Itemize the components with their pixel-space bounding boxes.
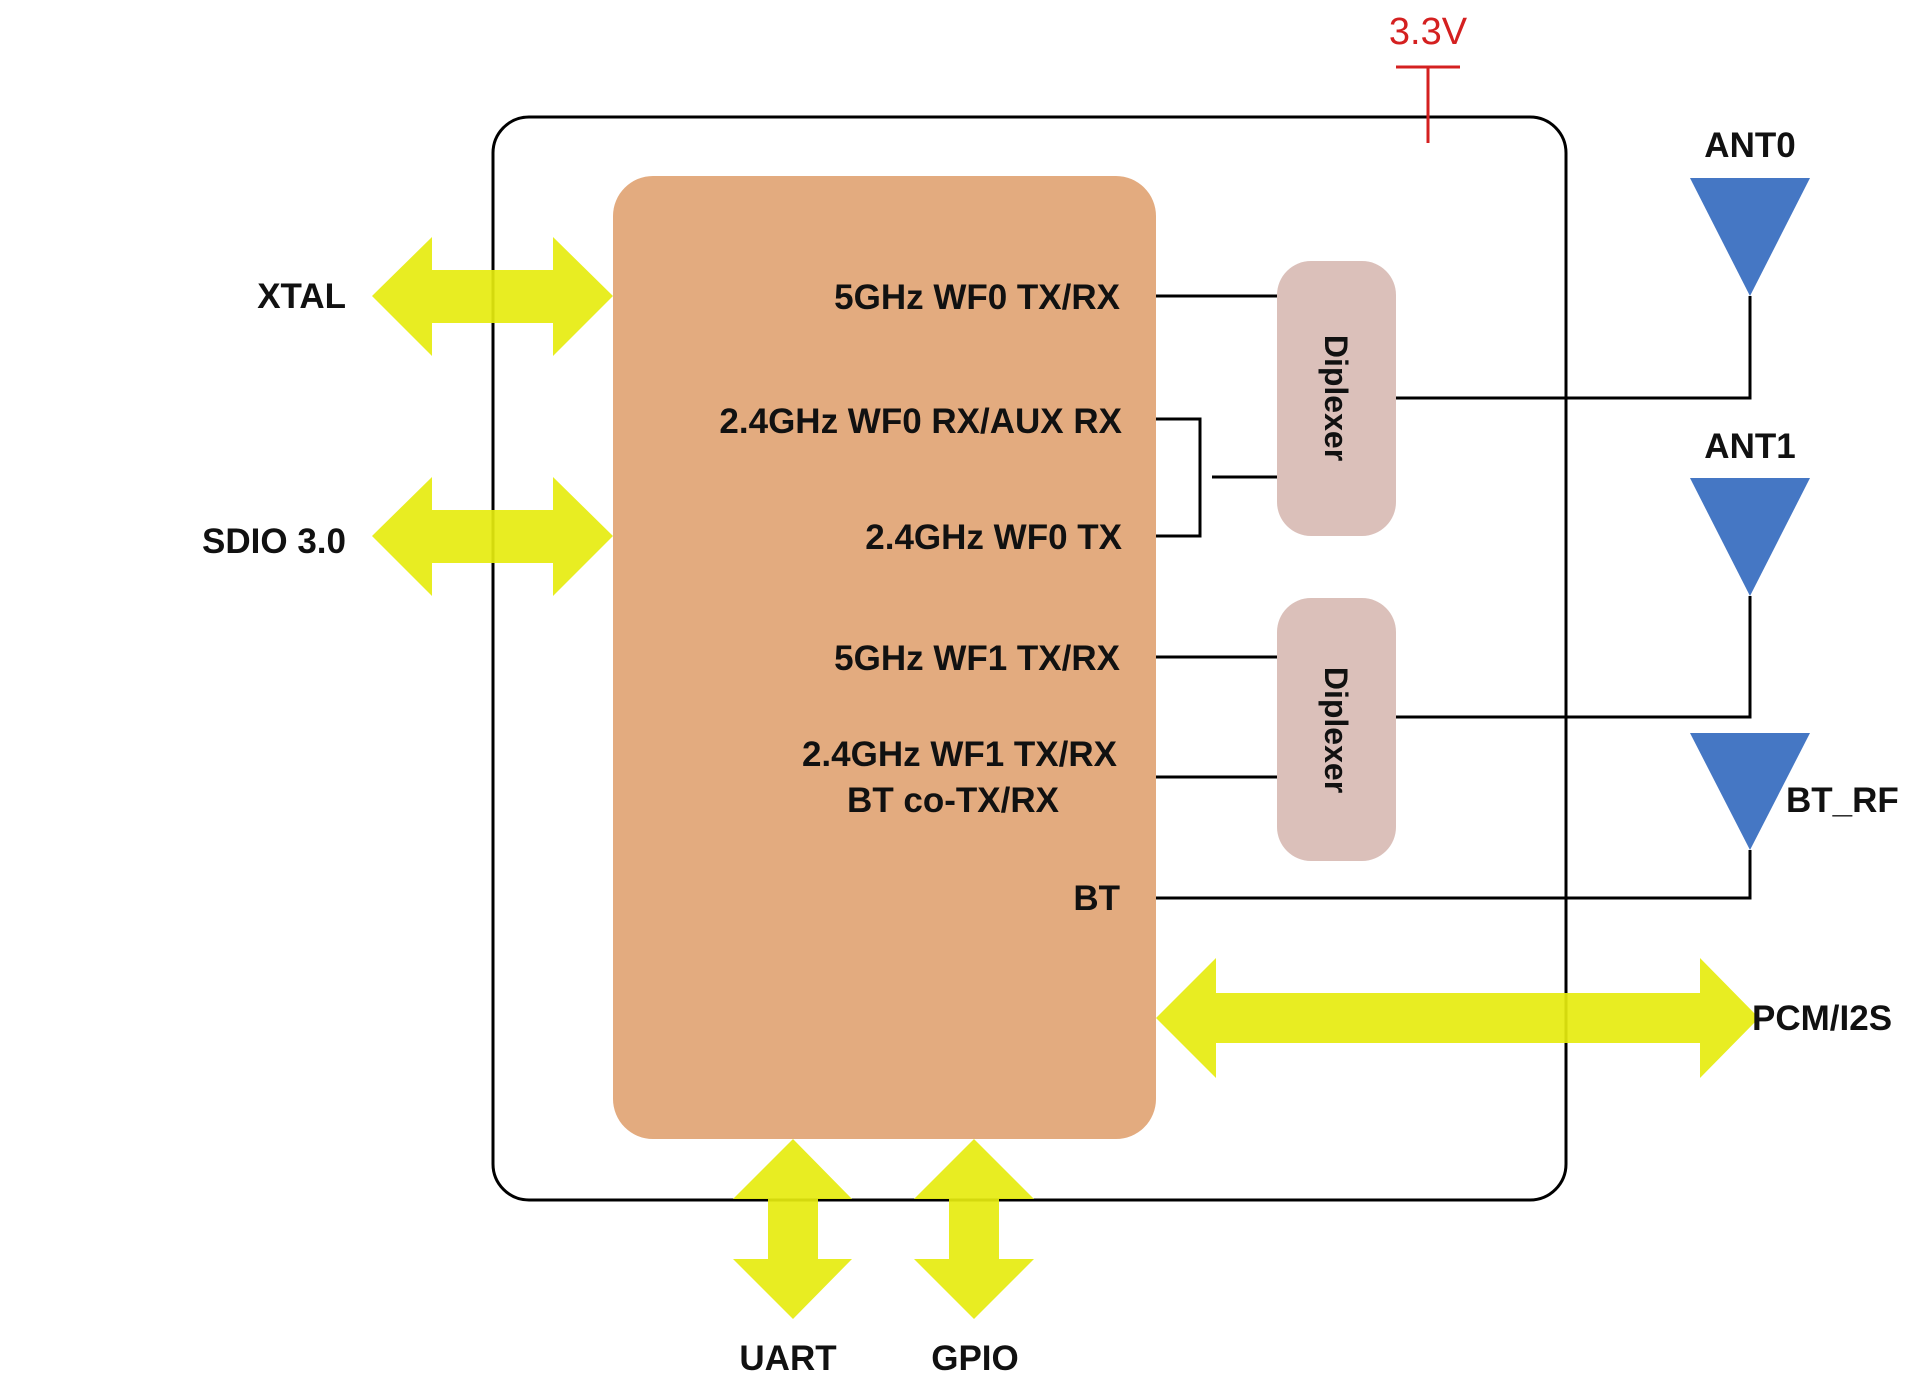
wire-bt <box>1156 850 1752 900</box>
uart-arrow-icon <box>733 1139 852 1319</box>
sdio-arrow-icon <box>372 477 613 596</box>
pcm-label: PCM/I2S <box>1752 999 1892 1038</box>
antenna-bt-rf-label: BT_RF <box>1786 781 1899 820</box>
wire-wf0-24g-rx <box>1156 417 1202 538</box>
wire-diplexer1-ant1 <box>1396 596 1752 719</box>
wire-diplexer0-ant0 <box>1396 296 1752 400</box>
power-symbol: 3.3V <box>1389 11 1468 143</box>
gpio-arrow-icon <box>914 1139 1034 1319</box>
gpio-label: GPIO <box>931 1339 1019 1378</box>
port-wf1-5g-label: 5GHz WF1 TX/RX <box>834 639 1121 678</box>
port-wf1-24g-label-line2: BT co-TX/RX <box>847 781 1060 820</box>
diplexer-0-label: Diplexer <box>1318 335 1354 461</box>
sdio-label: SDIO 3.0 <box>202 522 346 561</box>
pcm-arrow-icon <box>1156 958 1759 1078</box>
antenna-ant0-label: ANT0 <box>1704 126 1795 165</box>
xtal-arrow-icon <box>372 237 613 356</box>
diplexer-0 <box>1277 261 1396 536</box>
antenna-ant0-icon <box>1690 178 1810 296</box>
port-wf0-24g-tx-label: 2.4GHz WF0 TX <box>865 518 1122 557</box>
diplexer-1 <box>1277 598 1396 861</box>
port-bt-label: BT <box>1073 879 1120 918</box>
diplexer-1-label: Diplexer <box>1318 667 1354 793</box>
antenna-bt-rf-icon <box>1690 733 1810 850</box>
uart-label: UART <box>739 1339 836 1378</box>
port-wf1-24g-label-line1: 2.4GHz WF1 TX/RX <box>802 735 1118 774</box>
port-wf0-5g-label: 5GHz WF0 TX/RX <box>834 278 1121 317</box>
antenna-ant1-label: ANT1 <box>1704 427 1795 466</box>
soc-chip <box>613 176 1156 1139</box>
power-label: 3.3V <box>1389 11 1468 53</box>
rf-wires <box>1156 294 1752 900</box>
port-wf0-24g-rx-label: 2.4GHz WF0 RX/AUX RX <box>719 402 1122 441</box>
module-outline <box>491 115 1568 1202</box>
antenna-ant1-icon <box>1690 478 1810 596</box>
xtal-label: XTAL <box>257 277 346 316</box>
